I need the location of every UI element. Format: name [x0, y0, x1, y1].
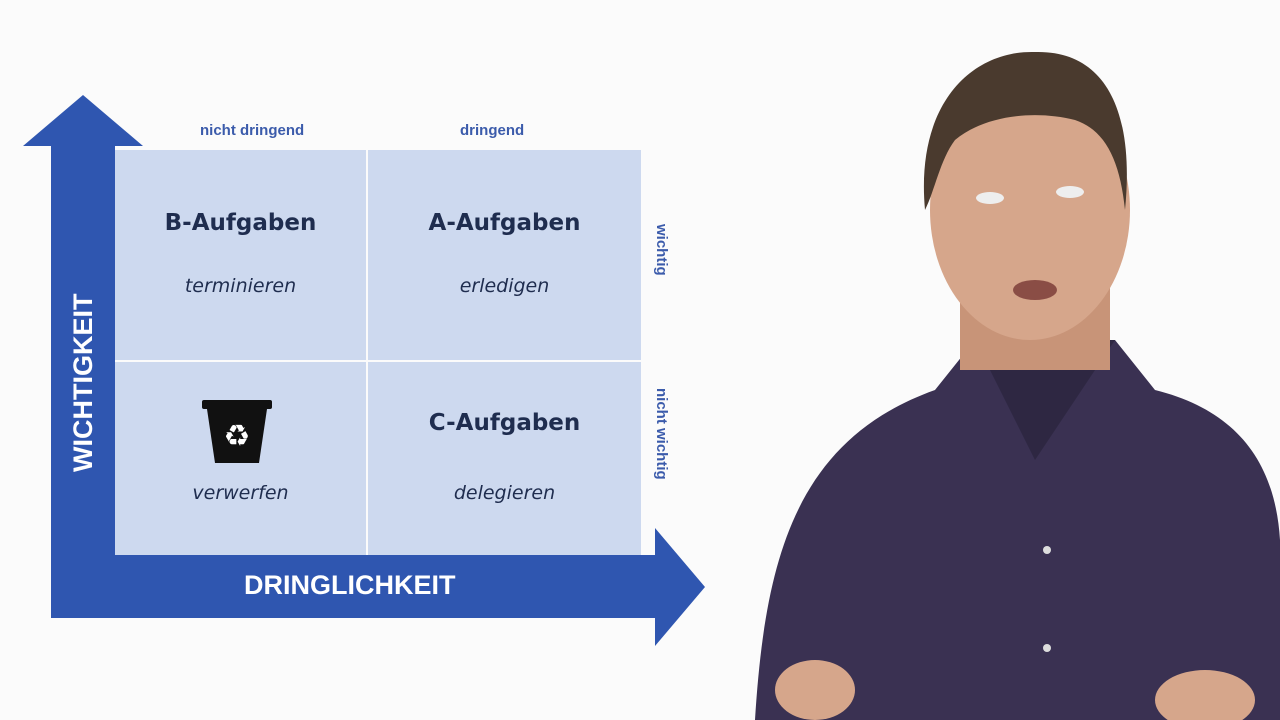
quadrant-action: terminieren [184, 275, 297, 297]
quadrant-title: B-Aufgaben [164, 210, 317, 236]
y-axis-title: Wichtigkeit [68, 293, 98, 472]
recycle-bin-icon: ♻ [202, 400, 272, 463]
quadrant-a: A-Aufgaben erledigen [368, 150, 641, 360]
axis-arrows [23, 95, 705, 646]
quadrant-title: C-Aufgaben [428, 410, 581, 436]
quadrant-action: verwerfen [192, 482, 289, 504]
x-axis-title: Dringlichkeit [244, 570, 456, 600]
quadrant-b: B-Aufgaben terminieren [115, 150, 366, 360]
quadrant-d: ♻ verwerfen [115, 362, 366, 555]
urgency-arrow [51, 528, 705, 646]
quadrant-c: C-Aufgaben delegieren [368, 362, 641, 555]
quadrant-title: A-Aufgaben [428, 210, 581, 236]
svg-text:♻: ♻ [224, 419, 251, 454]
quadrant-action: delegieren [453, 482, 556, 504]
importance-arrow [23, 95, 143, 555]
row-label-not-important: nicht wichtig [653, 388, 670, 480]
column-label-not-urgent: nicht dringend [200, 122, 305, 139]
quadrant-action: erledigen [459, 275, 550, 297]
presenter-video [755, 51, 1280, 720]
row-label-important: wichtig [653, 224, 670, 276]
column-label-urgent: dringend [460, 122, 525, 139]
